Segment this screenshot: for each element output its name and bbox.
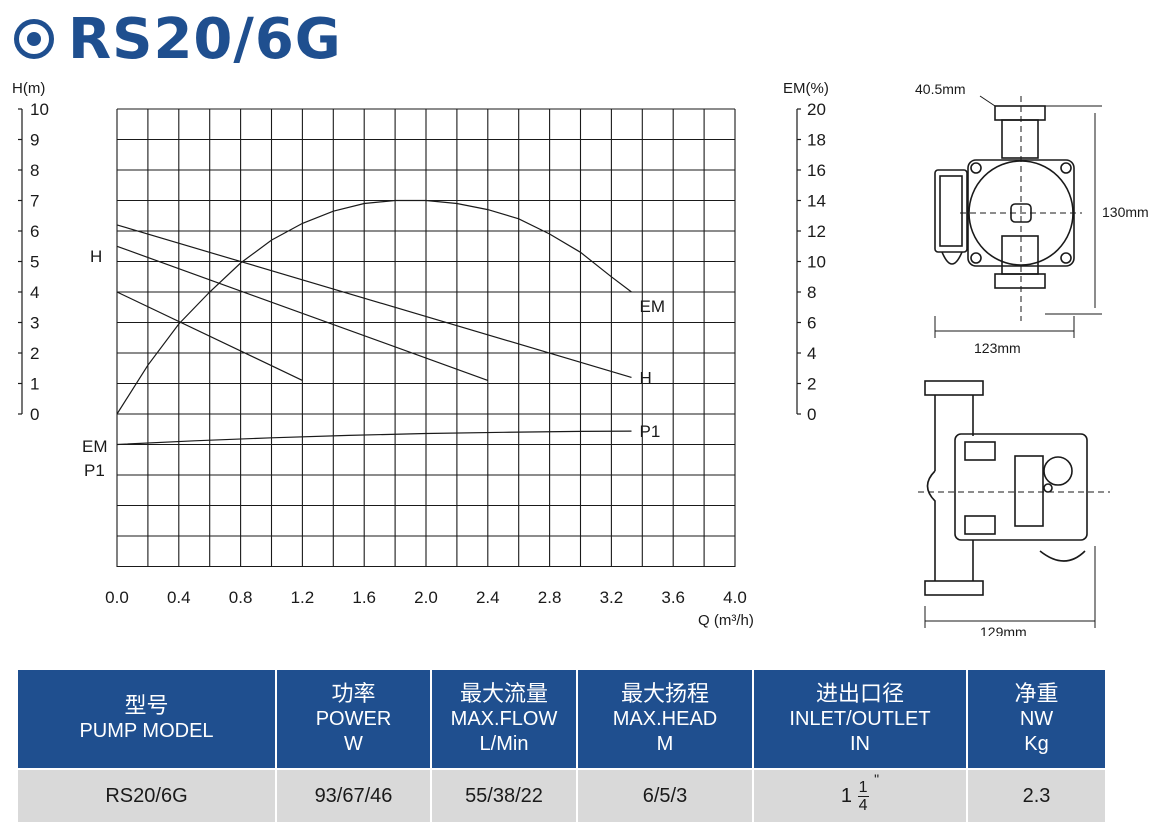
header-max-head: 最大扬程 MAX.HEAD M (577, 670, 754, 769)
header-weight: 净重 NW Kg (967, 670, 1105, 769)
right-tick-label: 0 (807, 405, 816, 424)
left-tick-label: 9 (30, 131, 39, 150)
dim-width-side: 129mm (980, 624, 1027, 636)
chart-grid (116, 108, 736, 568)
left-tick-label: 0 (30, 405, 39, 424)
series-h-0 (116, 224, 632, 378)
header-model: 型号 PUMP MODEL (18, 670, 277, 769)
x-tick-label: 0.8 (229, 588, 253, 607)
curve-label-em-end: EM (639, 297, 665, 316)
x-tick-label: 2.8 (538, 588, 562, 607)
chart-labels: H EM P1 H EM P1 (82, 247, 665, 480)
right-tick-label: 16 (807, 161, 826, 180)
left-tick-label: 4 (30, 283, 39, 302)
right-tick-label: 2 (807, 375, 816, 394)
front-view-drawing (934, 95, 1102, 338)
curve-label-p1-end: P1 (639, 422, 660, 441)
cell-weight: 2.3 (967, 768, 1105, 822)
spec-table: 型号 PUMP MODEL 功率 POWER W 最大流量 MAX.FLOW L… (18, 670, 1105, 822)
cell-model: RS20/6G (18, 768, 277, 822)
table-row: RS20/6G 93/67/46 55/38/22 6/5/3 1 1 4 " … (18, 768, 1105, 822)
x-tick-label: 0.0 (105, 588, 129, 607)
left-axis-label: H(m) (12, 80, 45, 97)
performance-chart: 012345678910H(m)02468101214161820EM(%)0.… (12, 80, 829, 629)
right-tick-label: 14 (807, 192, 826, 211)
inlet-whole: 1 (840, 784, 853, 807)
right-tick-label: 12 (807, 222, 826, 241)
right-tick-label: 4 (807, 344, 816, 363)
table-header-row: 型号 PUMP MODEL 功率 POWER W 最大流量 MAX.FLOW L… (18, 670, 1105, 769)
left-tick-label: 5 (30, 253, 39, 272)
curve-label-h-left: H (90, 247, 102, 266)
x-tick-label: 4.0 (723, 588, 747, 607)
left-tick-label: 7 (30, 192, 39, 211)
left-tick-label: 1 (30, 375, 39, 394)
cell-power: 93/67/46 (276, 768, 432, 822)
x-axis-label: Q (m³/h) (698, 612, 754, 629)
header-max-flow: 最大流量 MAX.FLOW L/Min (431, 670, 578, 769)
series-p1-4 (116, 430, 632, 446)
series-em-3 (116, 199, 632, 415)
dim-height: 130mm (1102, 204, 1149, 220)
right-axis-label: EM(%) (783, 80, 829, 97)
right-tick-label: 18 (807, 131, 826, 150)
chart-series (116, 199, 632, 446)
header-power: 功率 POWER W (276, 670, 432, 769)
header-inlet-outlet: 进出口径 INLET/OUTLET IN (753, 670, 968, 769)
left-tick-label: 10 (30, 100, 49, 119)
page-title: RS20/6G (14, 6, 342, 72)
inlet-fraction: 1 4 (857, 778, 869, 814)
bullet-icon (14, 19, 54, 59)
inlet-unit: " (874, 770, 880, 787)
right-tick-label: 20 (807, 100, 826, 119)
left-tick-label: 6 (30, 222, 39, 241)
right-tick-label: 8 (807, 283, 816, 302)
dim-width-front: 123mm (974, 340, 1021, 356)
right-tick-label: 10 (807, 253, 826, 272)
cell-max-head: 6/5/3 (577, 768, 754, 822)
cell-inlet-outlet: 1 1 4 " (753, 768, 968, 822)
x-tick-label: 3.2 (600, 588, 624, 607)
x-tick-label: 2.0 (414, 588, 438, 607)
x-tick-label: 3.6 (661, 588, 685, 607)
cell-max-flow: 55/38/22 (431, 768, 578, 822)
x-tick-label: 0.4 (167, 588, 191, 607)
dimension-drawings: 40.5mm 130mm 123mm 129mm (915, 81, 1149, 636)
dim-width-top: 40.5mm (915, 81, 966, 97)
model-title: RS20/6G (68, 6, 342, 72)
left-tick-label: 2 (30, 344, 39, 363)
x-tick-label: 1.6 (352, 588, 376, 607)
curve-label-p1-left: P1 (84, 461, 105, 480)
x-tick-label: 1.2 (291, 588, 315, 607)
curve-label-em-left: EM (82, 437, 108, 456)
left-tick-label: 3 (30, 314, 39, 333)
right-tick-label: 6 (807, 314, 816, 333)
series-h-2 (116, 291, 303, 381)
left-tick-label: 8 (30, 161, 39, 180)
curve-label-h-end: H (639, 368, 651, 387)
side-view-drawing (918, 380, 1110, 628)
chart-axes: 012345678910H(m)02468101214161820EM(%)0.… (12, 80, 829, 629)
series-h-1 (116, 245, 489, 381)
x-tick-label: 2.4 (476, 588, 500, 607)
